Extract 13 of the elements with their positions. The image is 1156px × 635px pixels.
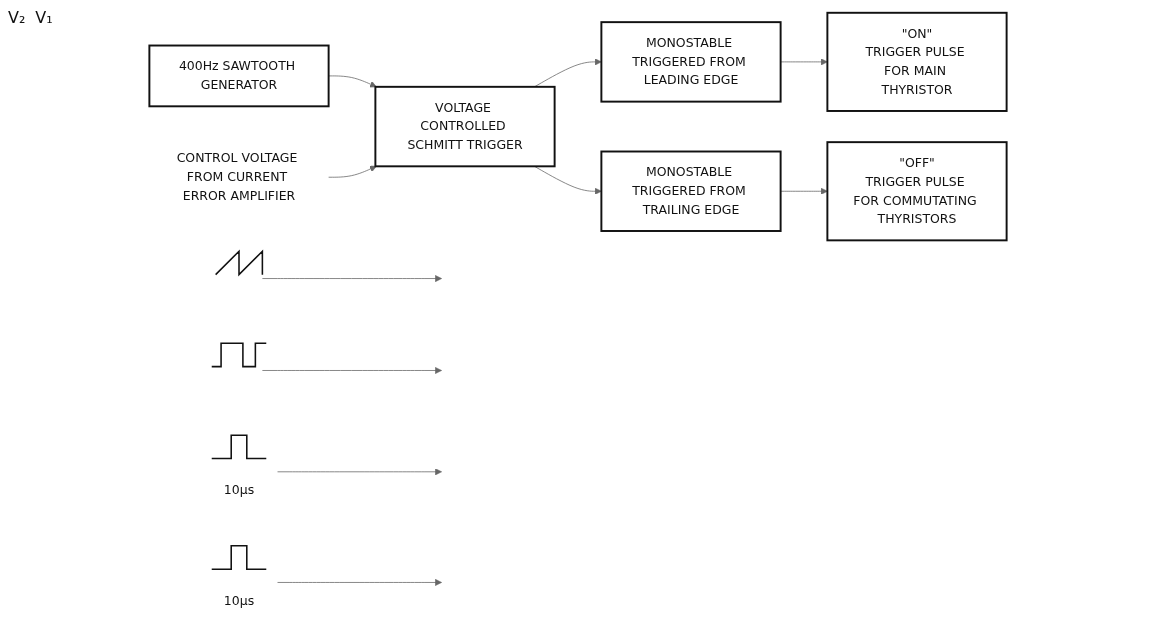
sawtooth-waveform-drawing xyxy=(214,249,264,277)
pulse-waveform-drawing: 10µs xyxy=(210,434,268,498)
voltage-label: V₁ xyxy=(35,8,53,27)
process-box: MONOSTABLE TRIGGERED FROM LEADING EDGE xyxy=(600,21,782,103)
square-waveform-drawing xyxy=(210,342,268,368)
process-box: 400Hz SAWTOOTH GENERATOR xyxy=(148,44,330,108)
input-text: CONTROL VOLTAGE FROM CURRENT ERROR AMPLIFIER xyxy=(176,150,298,203)
process-box: MONOSTABLE TRIGGERED FROM TRAILING EDGE xyxy=(600,150,782,232)
voltage-label: V₂ xyxy=(8,8,26,27)
process-box: VOLTAGE CONTROLLED SCHMITT TRIGGER xyxy=(374,85,556,168)
pulse-waveform-drawing: 10µs xyxy=(210,545,268,609)
output-label: "OFF" TRIGGER PULSE FOR COMMUTATING THYRISTORS xyxy=(826,141,1008,242)
output-label: "ON" TRIGGER PULSE FOR MAIN THYRISTOR xyxy=(826,11,1008,112)
